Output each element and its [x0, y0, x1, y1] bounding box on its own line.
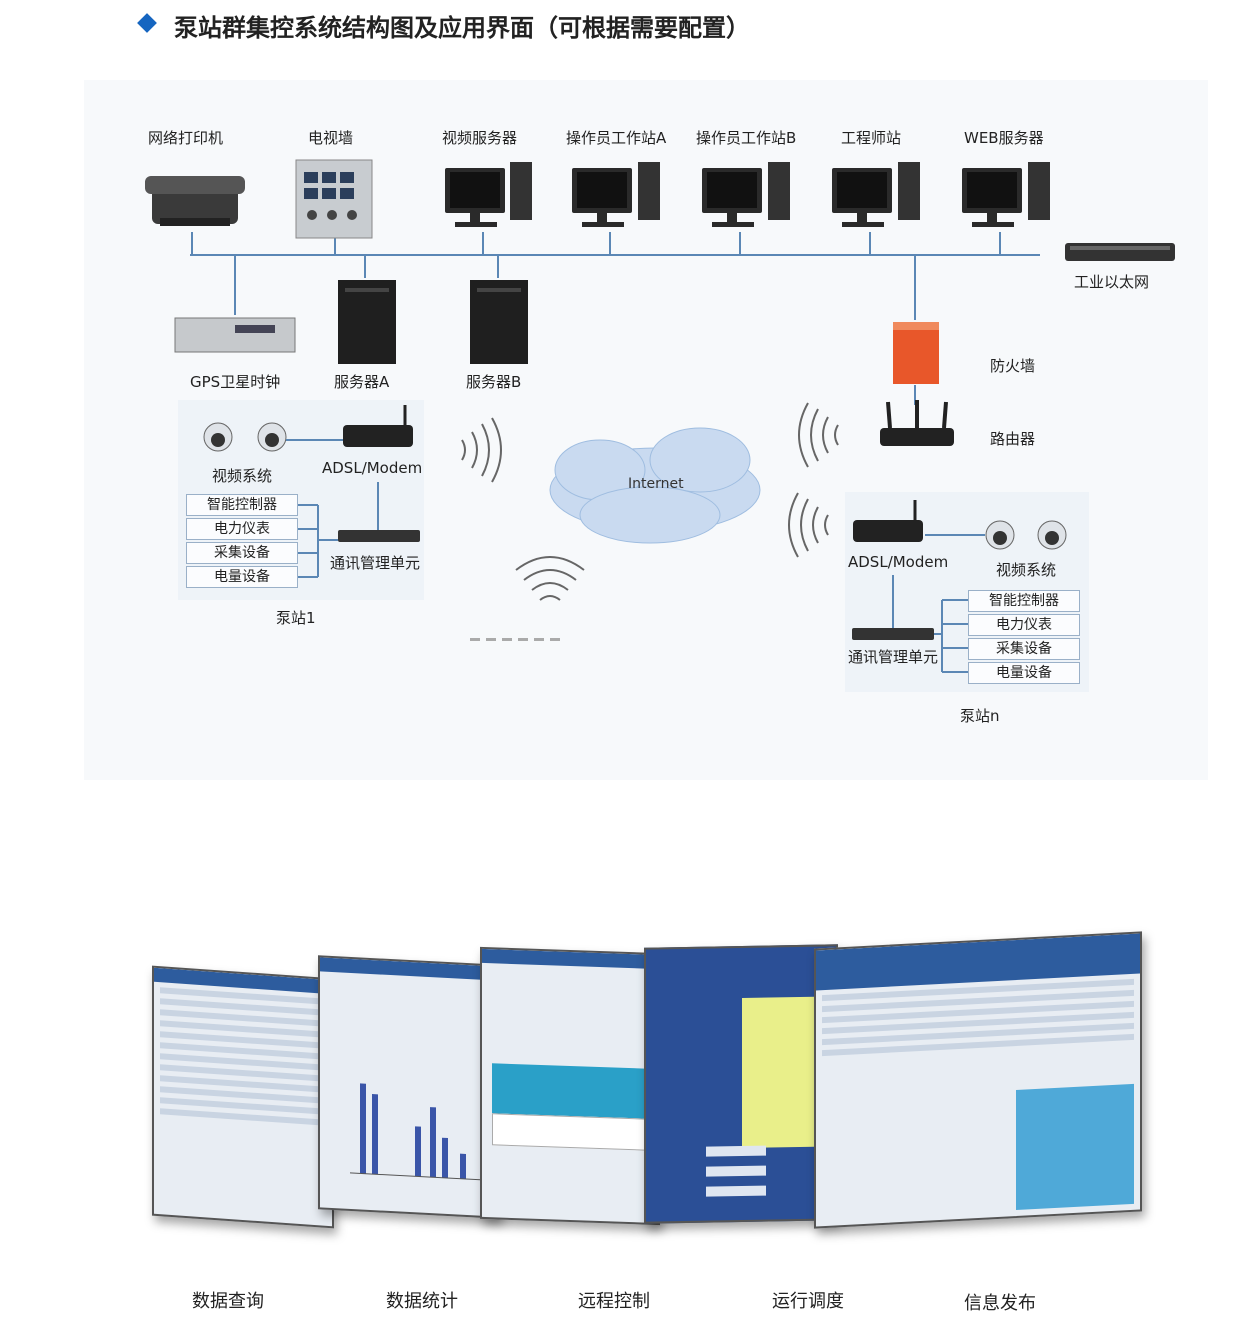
station1-comm-label: 通讯管理单元	[330, 554, 421, 572]
station1-modem-label: ADSL/Modem	[322, 459, 423, 477]
server-a-icon	[338, 280, 396, 364]
tv-wall-icon	[295, 159, 373, 239]
firewall-icon	[893, 322, 939, 384]
station1-camera-icon-a	[203, 422, 233, 452]
caption-remote-control: 远程控制	[578, 1291, 650, 1312]
wireless-icon-2	[798, 402, 839, 468]
stationn-camera-icon-b	[1037, 520, 1067, 550]
stationn-device-1: 智能控制器	[968, 590, 1080, 612]
label-router: 路由器	[990, 430, 1036, 448]
label-printer: 网络打印机	[148, 129, 224, 147]
label-server-a: 服务器A	[334, 373, 390, 391]
stationn-modem-label: ADSL/Modem	[848, 553, 949, 571]
stationn-device-4: 电量设备	[968, 662, 1080, 684]
stationn-device-2: 电力仪表	[968, 614, 1080, 636]
caption-statistics: 数据统计	[386, 1291, 458, 1312]
computer-icon-5	[962, 162, 1050, 227]
station1-device-4: 电量设备	[186, 566, 298, 588]
stationn-modem-icon	[853, 500, 923, 542]
station1-device-2: 电力仪表	[186, 518, 298, 540]
page-title: 泵站群集控系统结构图及应用界面（可根据需要配置）	[174, 14, 750, 42]
app-screen-statistics	[318, 955, 500, 1219]
label-operator-a: 操作员工作站A	[566, 129, 667, 147]
stationn-device-3: 采集设备	[968, 638, 1080, 660]
station1-device-3: 采集设备	[186, 542, 298, 564]
server-b-icon	[470, 280, 528, 364]
label-gps: GPS卫星时钟	[190, 373, 281, 391]
wireless-icon-3	[788, 492, 829, 558]
station1-device-1: 智能控制器	[186, 494, 298, 516]
computer-icon-3	[702, 162, 790, 227]
label-firewall: 防火墙	[990, 357, 1036, 375]
station1-modem-icon	[343, 405, 413, 447]
label-engineer: 工程师站	[841, 129, 902, 147]
printer-icon	[145, 176, 245, 226]
station1-video-label: 视频系统	[212, 467, 273, 485]
bar-chart-graphic	[350, 1083, 485, 1181]
computer-icon-4	[832, 162, 920, 227]
station1-comm-unit-icon	[338, 530, 420, 542]
app-screen-remote-control	[480, 946, 660, 1226]
computer-icon-1	[445, 162, 532, 227]
label-operator-b: 操作员工作站B	[696, 129, 797, 147]
station1-name: 泵站1	[276, 609, 316, 627]
stationn-video-label: 视频系统	[996, 561, 1057, 579]
label-server-b: 服务器B	[466, 373, 522, 391]
app-screen-publish	[814, 931, 1142, 1229]
ellipsis-dots	[470, 638, 560, 641]
label-video-server: 视频服务器	[442, 129, 518, 147]
label-internet: Internet	[628, 476, 684, 492]
wireless-icon-4	[515, 556, 585, 601]
router-icon	[880, 400, 954, 446]
label-tv-wall: 电视墙	[308, 129, 354, 147]
gps-clock-icon	[174, 317, 296, 353]
caption-publish: 信息发布	[964, 1293, 1036, 1314]
internet-cloud-icon	[549, 427, 761, 544]
computer-icon-2	[572, 162, 660, 227]
stationn-comm-unit-icon	[852, 628, 934, 640]
stationn-camera-icon-a	[985, 520, 1015, 550]
wireless-icon-1	[461, 417, 502, 483]
ethernet-switch-icon	[1065, 243, 1175, 261]
label-ethernet: 工业以太网	[1074, 273, 1150, 291]
caption-query: 数据查询	[192, 1291, 264, 1312]
stationn-name: 泵站n	[960, 707, 1000, 725]
caption-dispatch: 运行调度	[772, 1291, 844, 1312]
app-screen-dispatch	[644, 944, 838, 1224]
label-web-server: WEB服务器	[964, 129, 1044, 147]
station1-camera-icon-b	[257, 422, 287, 452]
app-screen-query	[152, 965, 334, 1229]
stationn-comm-label: 通讯管理单元	[848, 648, 939, 666]
